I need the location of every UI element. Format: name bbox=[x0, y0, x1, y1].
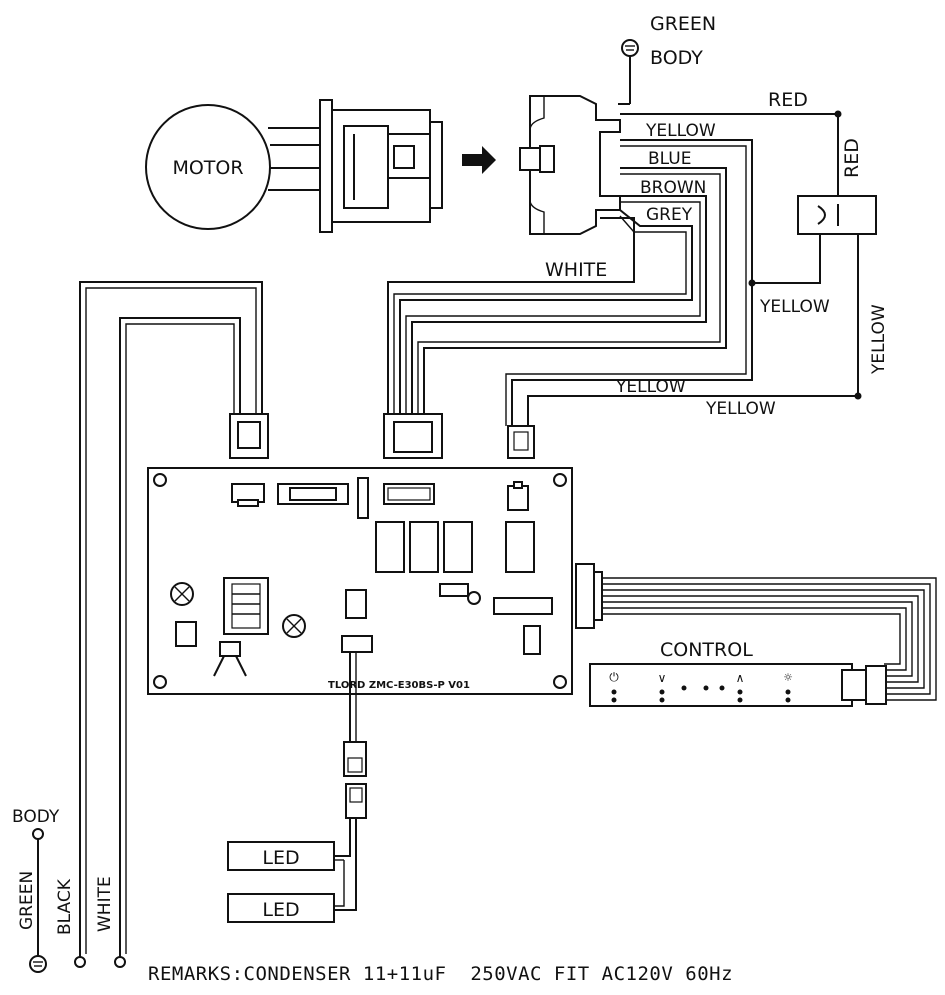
board-id-label: TLORD ZMC-E30BS-P V01 bbox=[328, 680, 470, 691]
control-panel: ⏻ ∨ ∧ ☼ bbox=[589, 663, 887, 707]
wire-yellow-1 bbox=[511, 139, 753, 426]
power-plug bbox=[229, 413, 269, 459]
wire-brown bbox=[411, 195, 707, 414]
wire-grey bbox=[399, 209, 693, 414]
body-label-top: BODY bbox=[650, 47, 703, 69]
motor-socket bbox=[519, 95, 621, 235]
led-1 bbox=[227, 841, 335, 871]
red-label-h: RED bbox=[768, 89, 808, 111]
led-2 bbox=[227, 893, 335, 923]
led-label-2: LED bbox=[262, 899, 299, 921]
motor-plug bbox=[319, 99, 443, 233]
green-label-top: GREEN bbox=[650, 13, 716, 35]
cap-wire-plug bbox=[507, 425, 535, 459]
brown-label: BROWN bbox=[640, 178, 706, 198]
ground-icon bbox=[29, 955, 47, 973]
red-label-v: RED bbox=[841, 138, 863, 178]
remarks-text: REMARKS:CONDENSER 11+11uF 250VAC FIT AC1… bbox=[148, 963, 734, 985]
yellow-label-cap: YELLOW bbox=[759, 297, 830, 317]
wire-white-top bbox=[387, 217, 635, 414]
yellow-label-1: YELLOW bbox=[645, 121, 716, 141]
yellow-label-3: YELLOW bbox=[705, 399, 776, 419]
ground-terminal-top bbox=[618, 39, 639, 105]
led-cable bbox=[334, 652, 367, 911]
blue-label: BLUE bbox=[648, 149, 691, 169]
arrow-icon bbox=[462, 146, 496, 174]
board-components bbox=[170, 477, 553, 677]
wire-yellow-cap bbox=[527, 234, 859, 426]
motor-label: MOTOR bbox=[172, 157, 243, 179]
grey-label: GREY bbox=[646, 205, 693, 225]
motor-wire-plug bbox=[383, 413, 443, 459]
control-label: CONTROL bbox=[660, 639, 753, 661]
ribbon-cable bbox=[575, 563, 937, 701]
yellow-label-2: YELLOW bbox=[615, 377, 686, 397]
chevron-down-icon: ∨ bbox=[658, 671, 667, 685]
motor-leads bbox=[268, 127, 322, 191]
body-label-bottom: BODY bbox=[12, 807, 60, 827]
black-label-bottom: BLACK bbox=[55, 878, 75, 935]
power-icon: ⏻ bbox=[609, 670, 619, 684]
light-icon: ☼ bbox=[783, 671, 793, 684]
capacitor bbox=[797, 195, 877, 235]
wire-white-power bbox=[119, 317, 241, 960]
green-label-bottom: GREEN bbox=[17, 871, 37, 930]
body-terminal-icon bbox=[32, 828, 44, 840]
wire-black bbox=[79, 281, 263, 960]
yellow-label-v: YELLOW bbox=[869, 304, 889, 375]
led-label-1: LED bbox=[262, 847, 299, 869]
white-label-top: WHITE bbox=[545, 259, 607, 281]
white-label-bottom: WHITE bbox=[95, 876, 115, 932]
chevron-up-icon: ∧ bbox=[736, 671, 745, 685]
wire-blue bbox=[423, 167, 727, 414]
